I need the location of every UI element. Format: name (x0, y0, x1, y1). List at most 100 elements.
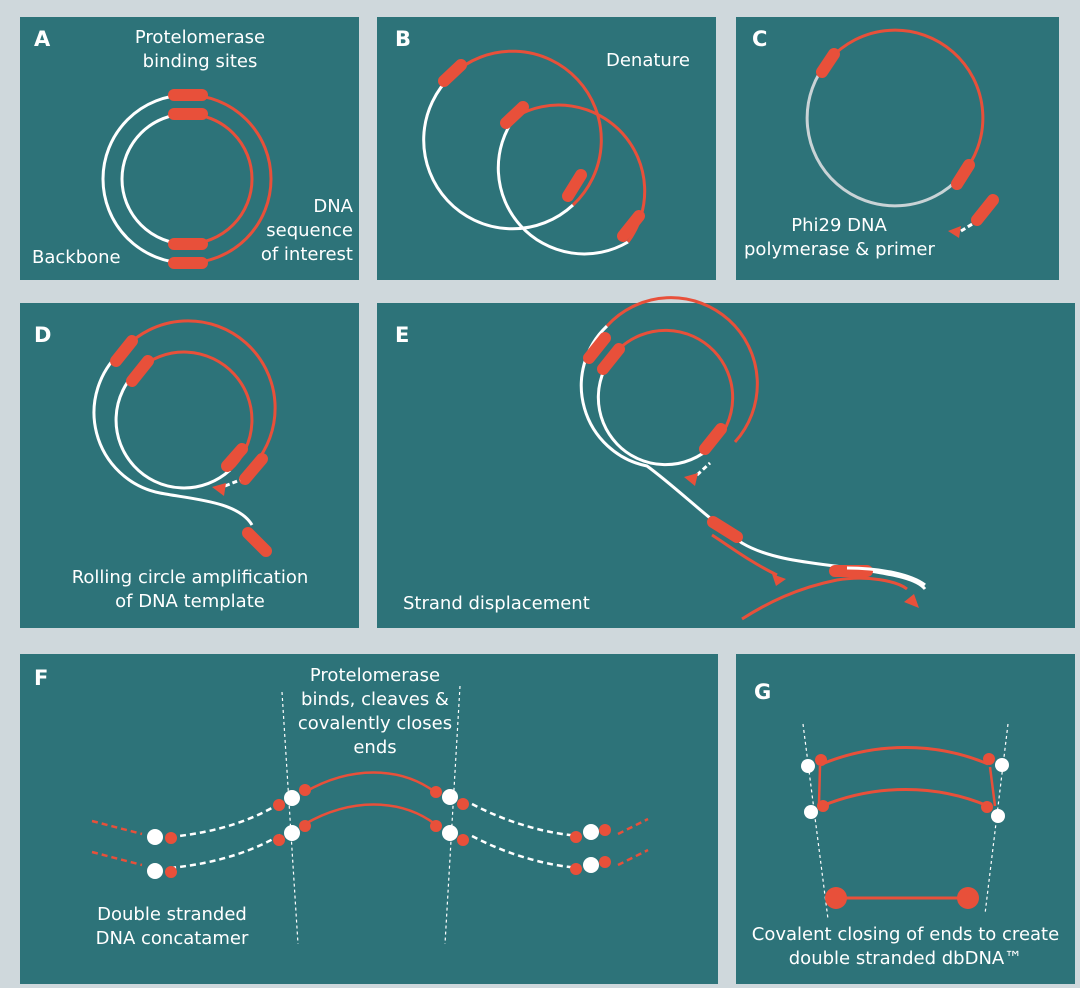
protelomerase-marker-white (147, 863, 163, 879)
primer-connector (960, 221, 975, 233)
panel-b: B Denature (377, 17, 716, 280)
protelomerase-marker-red (599, 824, 611, 836)
binding-site (126, 355, 154, 387)
displaced-strand (711, 533, 778, 577)
binding-site (242, 527, 272, 557)
protelomerase-marker-red (815, 754, 827, 766)
panel-letter: C (752, 27, 768, 51)
protelomerase-marker-red (457, 834, 469, 846)
new-strand-white (846, 566, 926, 587)
single-strand-diagram (805, 28, 999, 238)
insert-strand-red (304, 771, 436, 794)
panel-a: A Protelomerase binding sites DNA sequen… (20, 17, 359, 280)
template-strand-grey (805, 59, 963, 208)
strand-dashed-red (617, 848, 649, 867)
outer-backbone-strand (101, 93, 188, 265)
dbdna-strand-top (821, 746, 989, 766)
strand-displacement-label: Strand displacement (403, 593, 590, 614)
outer-strand-red (605, 296, 759, 444)
panel-c: C Phi29 DNA polymerase & primer (736, 17, 1059, 280)
cleavage-line (444, 685, 461, 945)
protelomerase-marker-red (273, 799, 285, 811)
denature-label: Denature (606, 50, 690, 71)
protelomerase-marker-red (599, 856, 611, 868)
panel-letter: B (395, 27, 412, 51)
binding-site (500, 101, 529, 129)
outer-strand-white (92, 348, 254, 526)
strand-dashed-red (617, 817, 649, 836)
binding-site (816, 48, 840, 78)
cleavage-line (802, 723, 829, 920)
protelomerase-marker-red (299, 820, 311, 832)
protelomerase-marker-red (983, 753, 995, 765)
protelomerase-marker-red (273, 834, 285, 846)
panel-letter: D (34, 323, 52, 347)
outer-strand-red (121, 319, 277, 467)
backbone-label: Backbone (32, 247, 121, 268)
strand-displacement-diagram (579, 296, 927, 621)
plasmid-diagram (101, 89, 273, 269)
protelomerase-marker-red (457, 798, 469, 810)
binding-site (583, 332, 611, 364)
dbdna-strand-bottom (821, 788, 989, 808)
inner-backbone-strand (120, 112, 188, 246)
protelomerase-marker-white (801, 759, 815, 773)
panel-e: E Strand displacement (377, 296, 1075, 628)
template-strand-red (827, 28, 985, 177)
panel-f: F Protelomerase binds, cleaves & covalen… (20, 654, 718, 984)
concatamer-diagram (91, 685, 649, 945)
panel-letter: F (34, 666, 49, 690)
protelomerase-marker-red (165, 866, 177, 878)
protelomerase-marker-red (817, 800, 829, 812)
polymerase-icon (684, 473, 698, 486)
strand-dashed-red (91, 819, 143, 836)
protelomerase-marker-white (284, 790, 300, 806)
polymerase-icon (904, 594, 919, 608)
binding-site (221, 443, 248, 472)
inner-strand-white (114, 368, 232, 490)
protelomerase-marker-white (995, 758, 1009, 772)
binding-site (597, 343, 625, 375)
strand-dashed-white (169, 800, 283, 839)
protelomerase-marker-white (284, 825, 300, 841)
protelomerase-marker-white (442, 825, 458, 841)
protelomerase-marker-red (430, 786, 442, 798)
protelomerase-marker-white (147, 829, 163, 845)
inner-strand-white (596, 347, 714, 467)
protelomerase-action-label: Protelomerase binds, cleaves & covalentl… (297, 665, 453, 758)
dbdna-closed-end (825, 887, 847, 909)
binding-site (617, 210, 645, 242)
strand-dashed-white (471, 834, 581, 870)
primer (971, 194, 999, 226)
rolling-circle-diagram (92, 319, 277, 557)
new-strand-red (741, 576, 908, 621)
panel-letter: E (395, 323, 410, 347)
strand-dashed-red (91, 850, 143, 867)
polymerase-icon (772, 574, 786, 586)
insert-strand-red (304, 803, 436, 826)
cleavage-line (984, 723, 1009, 915)
polymerase-icon (948, 226, 961, 238)
strand-1-white (422, 73, 575, 231)
binding-site (699, 423, 727, 455)
panel-letter: A (34, 27, 51, 51)
phi29-label: Phi29 DNA polymerase & primer (744, 215, 935, 260)
protelomerase-marker-white (442, 789, 458, 805)
binding-site (239, 453, 268, 485)
protelomerase-marker-red (299, 784, 311, 796)
inner-strand-red (136, 350, 254, 472)
dbdna-closed-end (957, 887, 979, 909)
protelomerase-marker-white (991, 809, 1005, 823)
strand-dashed-white (169, 832, 283, 870)
primer-connector (695, 461, 712, 477)
primer-connector (224, 478, 241, 488)
binding-site (707, 516, 743, 543)
strand-dashed-white (471, 802, 581, 838)
cleavage-line (281, 691, 299, 945)
outer-dna-strand (186, 93, 273, 265)
polymerase-icon (212, 483, 226, 496)
binding-site (110, 335, 138, 367)
inner-dna-strand (186, 112, 254, 246)
hairpin-link (817, 765, 822, 805)
strand-1-red (450, 49, 603, 207)
